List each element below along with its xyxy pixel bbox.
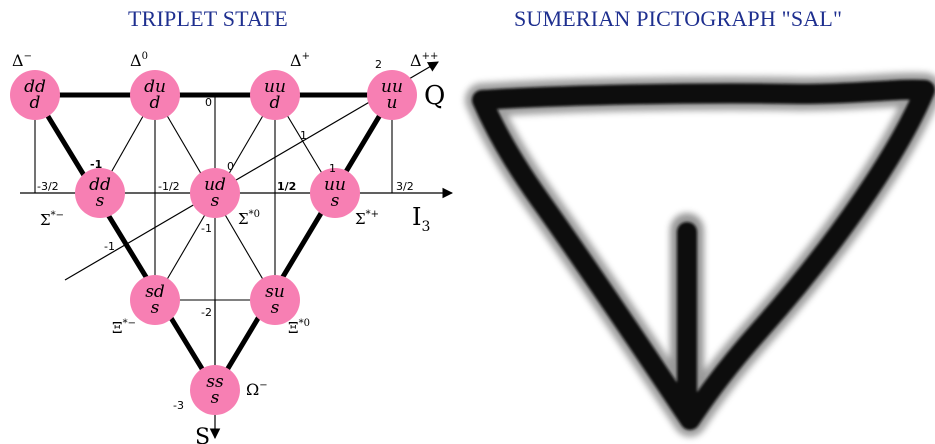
sigma-zero-quarks-bottom: s	[211, 191, 220, 211]
sigma-minus-quarks-bottom: s	[96, 191, 105, 211]
i3-neg12: -1/2	[158, 180, 180, 193]
delta-zero-node: dud	[130, 70, 180, 120]
q-one-right: 1	[300, 129, 307, 142]
sigma-zero-label: Σ*0	[238, 209, 260, 228]
sigma-minus-label: Σ*−	[40, 210, 64, 229]
omega-minus-node: sss	[190, 365, 240, 415]
i3-neg32: -3/2	[37, 180, 59, 193]
grid-lines	[35, 95, 392, 390]
q-neg1: -1	[90, 158, 102, 171]
triplet-triangle	[35, 95, 392, 390]
s-neg3: -3	[173, 399, 184, 412]
omega-minus-quarks-bottom: s	[211, 388, 220, 408]
sigma-plus-label: Σ*+	[355, 209, 379, 228]
xi-minus-label: Ξ*−	[112, 318, 136, 337]
delta-plus-node: uud	[250, 70, 300, 120]
q-neg1-diag: -1	[104, 240, 115, 253]
i3-pos12: 1/2	[277, 180, 296, 193]
sigma-plus-quarks-bottom: s	[331, 191, 340, 211]
delta-plusplus-node: uuu	[367, 70, 417, 120]
numeric-labels: -3/2 -1/2 1/2 3/2 2 1 1 0 0 -1 -1 -1 -2 …	[37, 58, 414, 412]
s-neg1: -1	[201, 222, 212, 235]
delta-minus-label: Δ−	[12, 51, 32, 70]
delta-plusplus-quarks-bottom: u	[387, 93, 398, 113]
i3-pos32: 3/2	[396, 180, 414, 193]
xi-zero-quarks-bottom: s	[271, 298, 280, 318]
sigma-plus-node: uus	[310, 168, 360, 218]
q-zero-top: 0	[205, 96, 212, 109]
sigma-minus-node: dds	[75, 168, 125, 218]
s-axis-label: S	[195, 425, 210, 444]
omega-minus-label: Ω−	[246, 380, 268, 399]
s-neg2: -2	[201, 306, 212, 319]
delta-zero-quarks-bottom: d	[150, 93, 161, 113]
delta-minus-quarks-bottom: d	[30, 93, 41, 113]
delta-zero-label: Δ0	[130, 51, 148, 70]
q-two: 2	[375, 58, 382, 71]
xi-zero-label: Ξ*0	[288, 318, 310, 337]
q-axis-label: Q	[424, 81, 445, 111]
delta-plus-label: Δ+	[290, 51, 310, 70]
q-zero: 0	[227, 160, 234, 173]
xi-minus-quarks-bottom: s	[151, 298, 160, 318]
i3-axis-label: I3	[412, 203, 430, 235]
delta-minus-node: ddd	[10, 70, 60, 120]
xi-minus-node: sds	[130, 275, 180, 325]
sal-pictograph	[482, 90, 925, 420]
delta-plusplus-label: Δ++	[410, 51, 438, 70]
xi-zero-node: sus	[250, 275, 300, 325]
delta-plus-quarks-bottom: d	[270, 93, 281, 113]
sigma-zero-node: uds	[190, 168, 240, 218]
q-one: 1	[329, 162, 336, 175]
